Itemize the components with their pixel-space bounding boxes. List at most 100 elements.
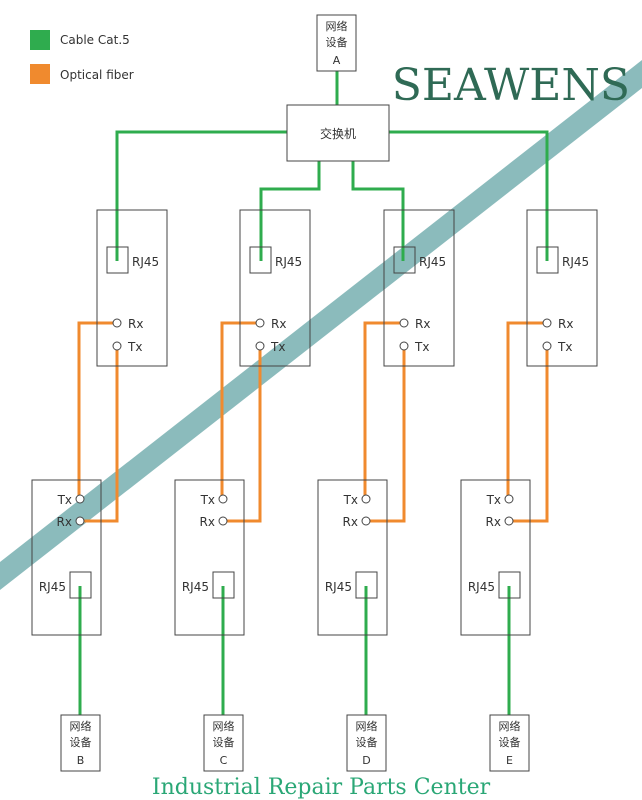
rx-label: Rx xyxy=(200,515,215,529)
rj45-port-icon xyxy=(249,246,272,274)
fiber-tx-to-rx xyxy=(223,346,262,523)
rx-label: Rx xyxy=(415,317,430,331)
tx-label: Tx xyxy=(127,340,142,354)
rj45-label: RJ45 xyxy=(39,580,66,594)
tx-port-icon xyxy=(399,341,409,351)
watermark: SEAWENS Industrial Repair Parts Center xyxy=(152,60,630,800)
tx-label: Tx xyxy=(57,493,72,507)
rj45-port-icon xyxy=(106,246,129,274)
rj45-port-icon xyxy=(393,246,416,274)
rx-label: Rx xyxy=(128,317,143,331)
rj45-port-icon xyxy=(498,571,521,599)
converter-frame xyxy=(31,479,102,636)
device-label-line1: 网络 xyxy=(70,719,92,733)
legend-swatch-fiber xyxy=(30,64,50,84)
fiber-tx-to-rx xyxy=(509,346,549,523)
cable-switch-conv4 xyxy=(389,130,549,261)
device-label-line1: 网络 xyxy=(213,719,235,733)
tx-port-icon xyxy=(112,341,122,351)
tx-label: Tx xyxy=(486,493,501,507)
tx-port-icon xyxy=(75,494,85,504)
rj45-label: RJ45 xyxy=(562,255,589,269)
tx-label: Tx xyxy=(557,340,572,354)
tx-port-icon xyxy=(542,341,552,351)
rj45-port-icon xyxy=(536,246,559,274)
rj45-label: RJ45 xyxy=(325,580,352,594)
rx-port-icon xyxy=(218,516,228,526)
device-id: B xyxy=(77,754,85,767)
switch-frame xyxy=(286,104,390,162)
device-id: C xyxy=(220,754,228,767)
fiber-rx-to-tx xyxy=(77,321,117,499)
device-label-line2: 设备 xyxy=(213,735,235,749)
device-label-line2: 设备 xyxy=(499,735,521,749)
rx-label: Rx xyxy=(271,317,286,331)
device-label-line1: 网络 xyxy=(326,19,348,33)
fiber-tx-to-rx xyxy=(366,346,406,523)
converter-frame xyxy=(460,479,531,636)
tx-label: Tx xyxy=(414,340,429,354)
legend-label-cable: Cable Cat.5 xyxy=(60,33,130,47)
device-label-line2: 设备 xyxy=(326,35,348,49)
rj45-label: RJ45 xyxy=(468,580,495,594)
device-frame xyxy=(316,14,357,72)
tx-label: Tx xyxy=(200,493,215,507)
connections xyxy=(77,71,549,715)
rj45-label: RJ45 xyxy=(419,255,446,269)
rx-port-icon xyxy=(542,318,552,328)
device-id: E xyxy=(506,754,513,767)
rj45-label: RJ45 xyxy=(275,255,302,269)
tx-port-icon xyxy=(361,494,371,504)
tx-label: Tx xyxy=(343,493,358,507)
converter-frame xyxy=(96,209,168,367)
legend-swatch-cable xyxy=(30,30,50,50)
converter-frame xyxy=(526,209,598,367)
rj45-label: RJ45 xyxy=(182,580,209,594)
converter-frame xyxy=(174,479,245,636)
rx-port-icon xyxy=(75,516,85,526)
rx-port-icon xyxy=(255,318,265,328)
device-label-line2: 设备 xyxy=(70,735,92,749)
rj45-port-icon xyxy=(355,571,378,599)
rj45-port-icon xyxy=(212,571,235,599)
watermark-brand: SEAWENS xyxy=(392,60,630,111)
rx-label: Rx xyxy=(486,515,501,529)
fiber-rx-to-tx xyxy=(363,321,404,499)
device-label-line2: 设备 xyxy=(356,735,378,749)
device-frame xyxy=(489,714,530,772)
device-frame xyxy=(60,714,101,772)
device-frame xyxy=(346,714,387,772)
device-label-line1: 网络 xyxy=(499,719,521,733)
fiber-rx-to-tx xyxy=(506,321,547,499)
device-id: D xyxy=(362,754,370,767)
tx-label: Tx xyxy=(270,340,285,354)
rx-label: Rx xyxy=(343,515,358,529)
device-label-line1: 网络 xyxy=(356,719,378,733)
converter-frame xyxy=(317,479,388,636)
switch-label: 交换机 xyxy=(320,126,356,141)
tx-port-icon xyxy=(218,494,228,504)
rx-port-icon xyxy=(361,516,371,526)
watermark-band-layer xyxy=(0,60,642,590)
device-frame xyxy=(203,714,244,772)
legend: Cable Cat.5 Optical fiber xyxy=(30,30,134,84)
rj45-port-icon xyxy=(69,571,92,599)
cable-switch-conv3 xyxy=(351,161,405,261)
rj45-label: RJ45 xyxy=(132,255,159,269)
switch: 交换机 xyxy=(286,104,390,162)
rx-port-icon xyxy=(399,318,409,328)
devices: 网络设备A交换机RJ45RxTxTxRxRJ45网络设备BRJ45RxTxTxR… xyxy=(31,14,598,772)
